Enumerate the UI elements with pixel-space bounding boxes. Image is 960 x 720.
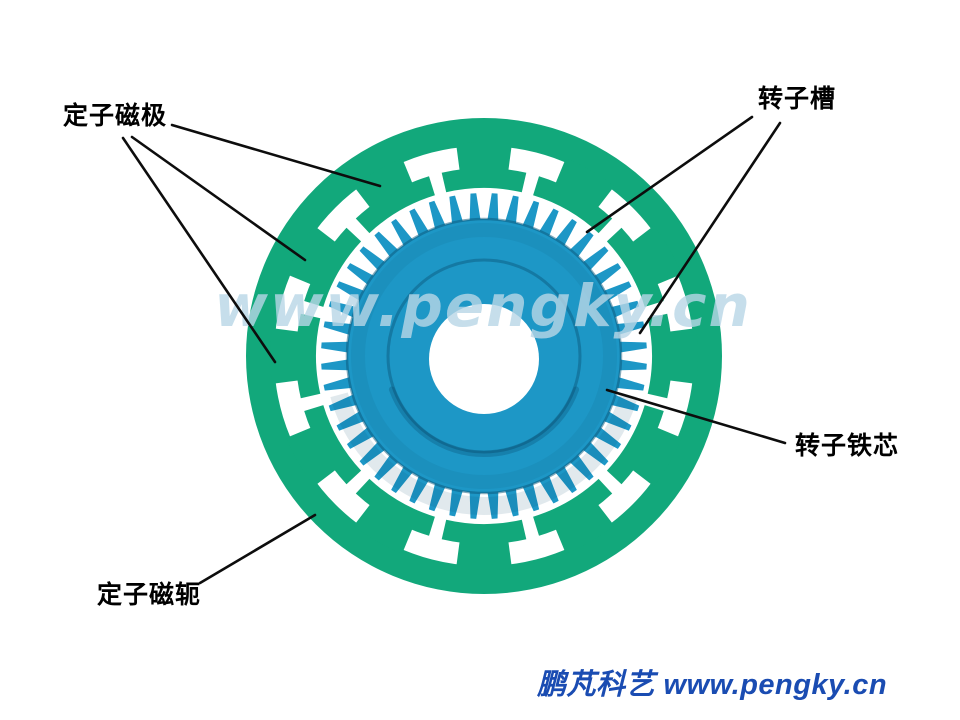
- label-stator-pole: 定子磁极: [63, 102, 168, 130]
- leader-line-rotor-core: [605, 388, 787, 445]
- label-stator-yoke: 定子磁轭: [97, 581, 202, 609]
- label-rotor-core: 转子铁芯: [795, 432, 900, 460]
- leader-line-rotor-slot: [638, 121, 782, 335]
- leader-line-stator-pole: [130, 135, 307, 262]
- leader-line-rotor-slot: [585, 115, 754, 234]
- footer-brand: 鹏芃科艺 www.pengky.cn: [537, 669, 888, 701]
- leader-lines: [121, 115, 787, 585]
- label-rotor-slot: 转子槽: [758, 85, 837, 113]
- shaft-hole: [429, 304, 539, 414]
- watermark-text: www.pengky.cn: [214, 272, 752, 340]
- leader-line-stator-yoke: [198, 513, 317, 585]
- leader-line-stator-pole: [121, 136, 277, 364]
- leader-line-stator-pole: [170, 123, 382, 188]
